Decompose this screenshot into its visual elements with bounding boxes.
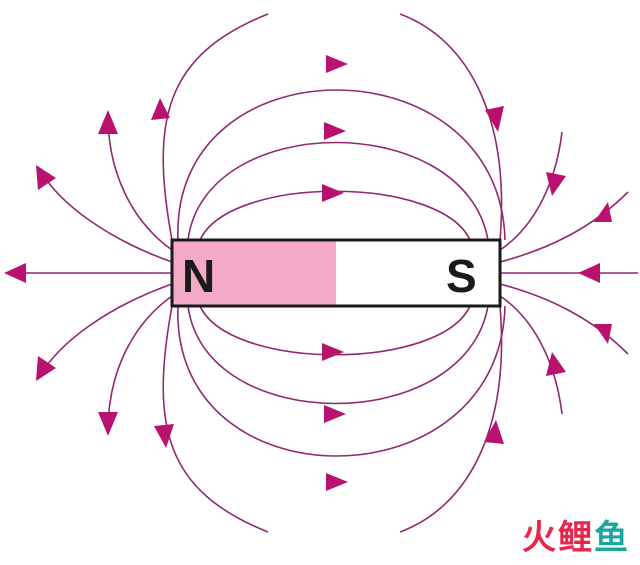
arrow-icon [546, 172, 566, 196]
field-line-upper-3 [177, 89, 506, 241]
field-line-right-up-1 [499, 191, 629, 263]
arrow-icon [578, 263, 600, 283]
arrow-icon [36, 356, 56, 381]
arrow-icon [594, 202, 612, 222]
north-pole-fill [172, 240, 336, 306]
watermark-char-3: 鱼 [594, 518, 630, 558]
field-line-left-down-2 [107, 295, 173, 432]
watermark-char-1: 火 [522, 518, 558, 558]
field-line-upper-1 [199, 190, 471, 241]
arrow-icon [4, 263, 26, 283]
arrow-icon [151, 98, 170, 120]
field-line-lower-3 [177, 305, 506, 457]
field-line-lower-1 [199, 305, 471, 356]
arrow-icon [594, 324, 612, 344]
field-line-left-up-1 [39, 169, 173, 263]
arrow-icon [326, 473, 348, 491]
field-line-upper-5 [399, 13, 503, 241]
field-line-right-down-2 [499, 295, 563, 415]
arrow-icon [98, 110, 118, 134]
field-line-lower-4 [162, 305, 269, 533]
field-line-upper-4 [162, 13, 269, 241]
field-line-lower-2 [187, 305, 489, 405]
arrow-icon [484, 420, 504, 444]
field-line-left-down-1 [39, 283, 173, 377]
field-line-left-up-2 [107, 114, 173, 251]
arrow-icon [324, 405, 346, 423]
arrow-icon [326, 55, 348, 73]
arrow-icon [154, 424, 174, 448]
field-line-lower-5 [399, 305, 503, 533]
south-pole-label: S [446, 250, 477, 302]
bar-magnet: N S [170, 238, 502, 308]
arrow-icon [485, 106, 504, 132]
watermark: 火鲤鱼 [522, 510, 630, 559]
field-line-upper-2 [187, 141, 489, 241]
arrow-icon [98, 412, 118, 436]
field-line-right-up-2 [499, 131, 563, 251]
arrow-icon [324, 122, 346, 140]
watermark-char-2: 鲤 [558, 518, 594, 558]
field-line-right-down-1 [499, 283, 629, 355]
arrow-icon [36, 165, 56, 190]
arrow-icon [322, 184, 344, 202]
north-pole-label: N [182, 250, 215, 302]
south-pole-fill [336, 240, 500, 306]
magnet-outline [170, 238, 502, 308]
arrow-icon [322, 343, 344, 361]
arrow-icon [546, 352, 566, 376]
